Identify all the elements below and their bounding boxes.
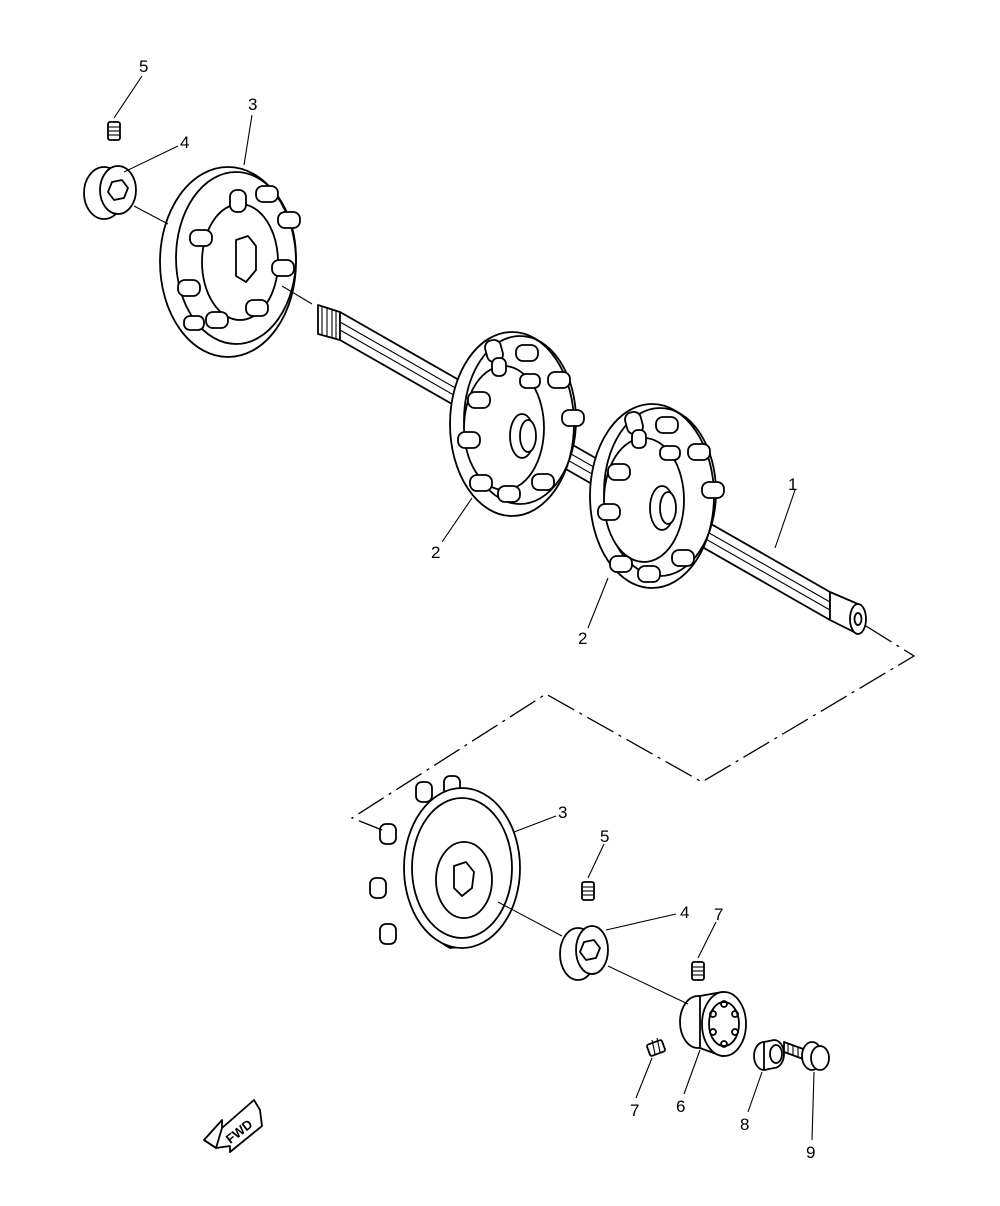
leader-lines [113, 75, 815, 1141]
alignment-lines [133, 205, 689, 1005]
callout-4-bottom: 4 [680, 903, 689, 922]
set-screw-top [107, 121, 121, 141]
callout-7-bottom: 7 [630, 1101, 639, 1120]
bearing-set-screw-top [691, 961, 705, 981]
sprocket-left [449, 331, 585, 517]
callout-5-bottom: 5 [600, 827, 609, 846]
callout-4-top: 4 [180, 133, 189, 152]
callout-3-top: 3 [248, 95, 257, 114]
callout-8: 8 [740, 1115, 749, 1134]
nut [753, 1039, 785, 1071]
callout-9: 9 [806, 1143, 815, 1162]
idler-wheel-bottom [369, 775, 521, 949]
phantom-lines [350, 625, 916, 831]
callout-7-top: 7 [714, 905, 723, 924]
callout-1: 1 [788, 475, 797, 494]
callout-6: 6 [676, 1097, 685, 1116]
bearing-set-screw-side [646, 1037, 666, 1057]
collar-bottom [559, 925, 609, 981]
callout-5-top: 5 [139, 57, 148, 76]
collar-top [83, 165, 137, 220]
callout-3-bottom: 3 [558, 803, 567, 822]
callout-2-right: 2 [578, 629, 587, 648]
bolt [783, 1041, 830, 1071]
forward-direction-arrow: FWD [203, 1099, 263, 1153]
bearing [679, 991, 747, 1057]
idler-wheel-top [159, 166, 301, 358]
set-screw-bottom [581, 881, 595, 901]
callout-2-left: 2 [431, 543, 440, 562]
sprocket-right [589, 403, 725, 589]
